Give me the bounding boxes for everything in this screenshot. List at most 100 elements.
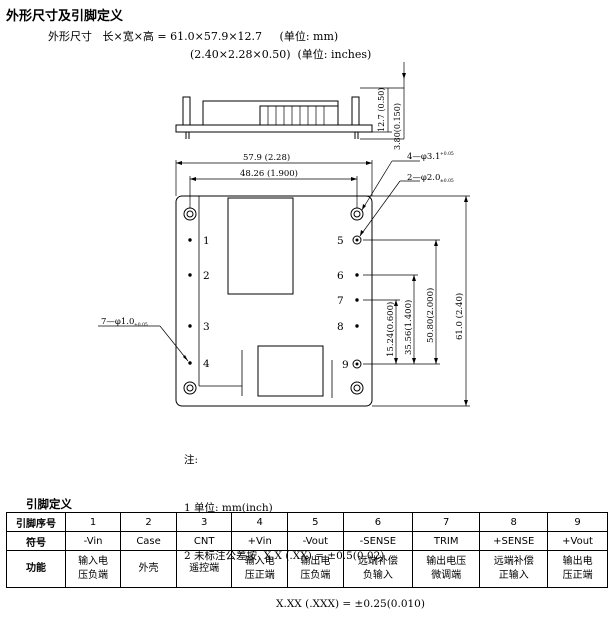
pin-func-4-b: 压正端	[244, 570, 275, 581]
side-height-dim: 12.7 (0.50)	[377, 88, 386, 132]
mount-hole-bl	[183, 381, 197, 395]
dimensions-metric: 长×宽×高 = 61.0×57.9×12.7	[102, 30, 263, 43]
big-pin-callout: 2—φ2.0	[407, 173, 440, 183]
pin-symbol-3: CNT	[175, 531, 233, 551]
pin-func-6: 远端补偿负输入	[342, 550, 414, 588]
pin-func-8-a: 远端补偿	[493, 556, 534, 567]
width-holes-dim: 48.26 (1.900)	[240, 168, 298, 179]
pin-func-9-b: 压正端	[562, 570, 593, 581]
pin-table-row-symbol: 符号 -Vin Case CNT +Vin -Vout -SENSE TRIM …	[6, 531, 608, 551]
small-pin-tolerance: ±0.05	[134, 322, 148, 328]
pin-label-8: 8	[337, 321, 344, 333]
pin-no-2: 2	[120, 512, 177, 532]
dimensions-metric-unit: (单位: mm)	[279, 30, 339, 43]
pin-symbol-1: -Vin	[64, 531, 122, 551]
pin-func-7: 输出电压微调端	[412, 550, 481, 588]
pin-func-9: 输出电压正端	[547, 550, 608, 588]
dimensions-imperial-unit: (单位: inches)	[297, 48, 372, 61]
pin-func-5-b: 压负端	[300, 570, 331, 581]
pin-symbol-9: +Vout	[547, 531, 608, 551]
pin-func-4-a: 输入电	[244, 556, 275, 567]
mechanical-drawing: 12.7 (0.50) 3.80(0.150) 1 2 3 4 5 6 7 8 …	[98, 62, 470, 407]
pin-9-pad	[352, 359, 362, 369]
small-pin-callout: 7—φ1.0	[101, 317, 134, 327]
pin-label-5: 5	[337, 235, 344, 247]
pin-func-7-a: 输出电压	[426, 556, 467, 567]
pin-6-pad	[355, 273, 359, 277]
row-label-function: 功能	[6, 550, 66, 588]
mount-hole-br	[350, 381, 364, 395]
pin-no-8: 8	[479, 512, 549, 532]
pin-func-4: 输入电压正端	[231, 550, 289, 588]
big-pin-tolerance: ±0.05	[440, 178, 454, 184]
notes-line-1: 1 单位: mm(inch)	[184, 502, 273, 514]
pin-symbol-2: Case	[120, 531, 177, 551]
height-c-dim: 15.24(0.600)	[385, 302, 396, 357]
pin-label-7: 7	[337, 295, 344, 307]
pin-table-row-number: 引脚序号 1 2 3 4 5 6 7 8 9	[6, 512, 608, 532]
pin-func-6-b: 负输入	[362, 570, 393, 581]
small-pins	[188, 238, 359, 365]
pin-label-2: 2	[203, 270, 210, 282]
pin-symbol-4: +Vin	[231, 531, 289, 551]
pin-label-4: 4	[203, 358, 210, 370]
dimensions-imperial-row: (2.40×2.28×0.50) (单位: inches)	[190, 46, 371, 62]
pin-no-6: 6	[342, 512, 414, 532]
pin-func-1-b: 压负端	[78, 570, 109, 581]
side-view-base	[175, 124, 373, 133]
page-title: 外形尺寸及引脚定义	[6, 9, 124, 24]
pin-no-3: 3	[175, 512, 233, 532]
pin-no-7: 7	[412, 512, 481, 532]
pin-func-9-a: 输出电	[562, 556, 593, 567]
pin-func-1: 输入电压负端	[64, 550, 122, 588]
pin-func-7-b: 微调端	[431, 570, 462, 581]
row-label-symbol: 符号	[6, 531, 66, 551]
pin-symbol-8: +SENSE	[479, 531, 549, 551]
pin-4-pad	[188, 361, 192, 365]
mount-holes-tolerance: +0.05	[440, 151, 454, 157]
pin-func-3: 遥控端	[175, 550, 233, 588]
height-a-dim: 50.80(2.000)	[425, 288, 436, 343]
pin-7-pad	[355, 298, 359, 302]
pin-5-pad	[352, 235, 362, 245]
mount-holes-callout: 4—φ3.1	[407, 152, 440, 162]
pin-label-9: 9	[342, 359, 349, 371]
pin-label-1: 1	[203, 235, 210, 247]
height-b-dim: 35.56(1.400)	[403, 300, 414, 355]
pin-section-title: 引脚定义	[26, 497, 72, 511]
notes-line-3: X.XX (.XXX) = ±0.25(0.010)	[276, 598, 425, 610]
pin-func-5: 输出电压负端	[287, 550, 344, 588]
side-pin-dim: 3.80(0.150)	[393, 103, 402, 150]
pin-func-5-a: 输出电	[300, 556, 331, 567]
pin-label-6: 6	[337, 270, 344, 282]
pin-func-6-a: 远端补偿	[357, 556, 398, 567]
pin-func-2: 外壳	[120, 550, 177, 588]
pin-func-1-a: 输入电	[78, 556, 109, 567]
width-total-dim: 57.9 (2.28)	[243, 152, 290, 163]
side-view-left-post	[182, 96, 191, 126]
inductor-footprint	[257, 345, 324, 397]
pin-no-4: 4	[231, 512, 289, 532]
row-label-number: 引脚序号	[6, 512, 66, 532]
pin-table: 引脚序号 1 2 3 4 5 6 7 8 9 符号 -Vin Case CNT …	[6, 512, 608, 588]
pin-no-5: 5	[287, 512, 344, 532]
top-view	[175, 195, 373, 407]
pin-symbol-6: -SENSE	[342, 531, 414, 551]
side-view-body	[202, 100, 339, 126]
pin-func-2-a: 外壳	[138, 563, 159, 574]
dimensions-metric-row: 外形尺寸 长×宽×高 = 61.0×57.9×12.7 (单位: mm)	[48, 28, 338, 44]
mount-hole-tr	[350, 207, 364, 221]
dimensions-imperial: (2.40×2.28×0.50)	[190, 48, 291, 61]
pin-2-pad	[188, 273, 192, 277]
board-outline	[175, 195, 373, 407]
pin-table-row-function: 功能 输入电压负端 外壳 遥控端 输入电压正端 输出电压负端 远端补偿负输入 输…	[6, 550, 608, 588]
height-total-dim: 61.0 (2.40)	[454, 293, 465, 340]
pin-3-pad	[188, 324, 192, 328]
pin-func-3-a: 遥控端	[189, 563, 220, 574]
side-view	[175, 62, 406, 140]
side-view-right-post	[351, 96, 360, 126]
pin-8-pad	[355, 324, 359, 328]
pin-symbol-7: TRIM	[412, 531, 481, 551]
transformer-footprint	[227, 197, 294, 295]
pin-1-pad	[188, 238, 192, 242]
